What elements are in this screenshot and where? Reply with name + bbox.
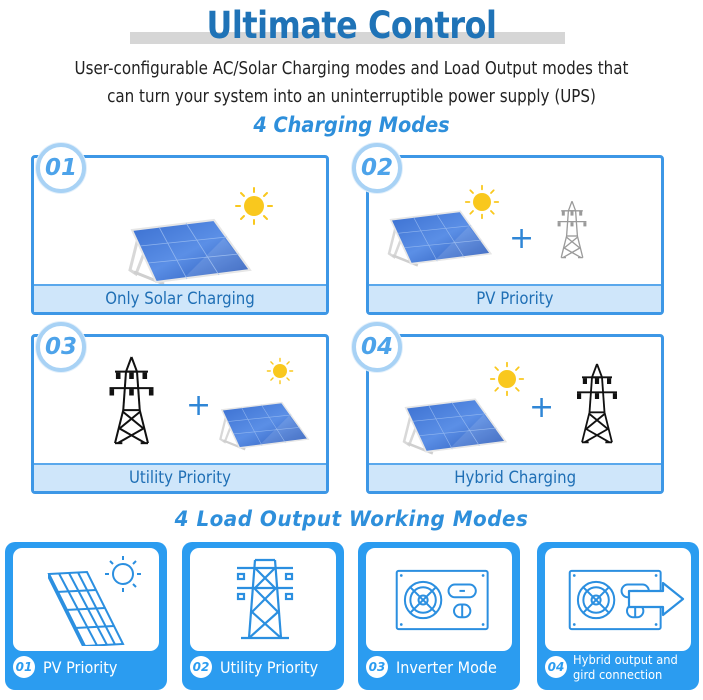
power-tower-icon <box>554 195 590 265</box>
sun-icon <box>234 186 274 226</box>
power-tower-icon <box>572 359 622 449</box>
sun-icon <box>266 357 294 385</box>
solar-panel-icon <box>399 387 509 459</box>
charging-mode-label: Utility Priority <box>34 463 326 491</box>
title-underline <box>130 32 565 44</box>
plus-icon: + <box>186 388 212 423</box>
output-mode-label: 03 Inverter Mode <box>366 652 516 682</box>
mode-number-badge: 02 <box>190 656 212 678</box>
page-title: Ultimate Control <box>206 4 497 47</box>
arrow-right-icon <box>627 581 685 617</box>
subtitle-line-1: User-configurable AC/Solar Charging mode… <box>74 58 629 79</box>
charging-mode-label: PV Priority <box>369 284 661 312</box>
charging-mode-card-4: + Hybrid Charging <box>366 334 664 494</box>
mode-number-badge: 01 <box>13 656 35 678</box>
output-mode-card-4: 04 Hybrid output and gird connection <box>537 542 699 690</box>
charging-mode-card-2: + PV Priority <box>366 155 664 315</box>
output-mode-label: 04 Hybrid output and gird connection <box>545 652 695 682</box>
charging-mode-label: Hybrid Charging <box>369 463 661 491</box>
mode-number-badge: 04 <box>545 656 567 678</box>
output-mode-label: 01 PV Priority <box>13 652 163 682</box>
mode-number-badge: 01 <box>36 143 86 193</box>
output-mode-card-3: 03 Inverter Mode <box>358 542 520 690</box>
plus-icon: + <box>529 390 555 425</box>
sun-icon <box>489 361 525 397</box>
charging-mode-label: Only Solar Charging <box>34 284 326 312</box>
output-modes-heading: 4 Load Output Working Modes <box>174 507 529 531</box>
mode-number-badge: 02 <box>352 143 402 193</box>
solar-panel-icon <box>216 393 311 453</box>
mode-number-badge: 03 <box>36 322 86 372</box>
inverter-icon <box>394 568 494 632</box>
subtitle-line-2: can turn your system into an uninterrupt… <box>107 86 596 107</box>
mode-number-badge: 04 <box>352 322 402 372</box>
power-tower-outline-icon <box>236 558 294 640</box>
charging-mode-card-1: Only Solar Charging <box>31 155 329 315</box>
sun-icon <box>464 184 500 220</box>
output-mode-card-2: 02 Utility Priority <box>182 542 344 690</box>
solar-panel-outline-icon <box>47 556 141 646</box>
output-mode-card-1: 01 PV Priority <box>5 542 167 690</box>
mode-number-badge: 03 <box>366 656 388 678</box>
plus-icon: + <box>509 221 535 256</box>
power-tower-icon <box>104 351 159 451</box>
output-mode-label: 02 Utility Priority <box>190 652 340 682</box>
charging-modes-heading: 4 Charging Modes <box>253 113 450 137</box>
